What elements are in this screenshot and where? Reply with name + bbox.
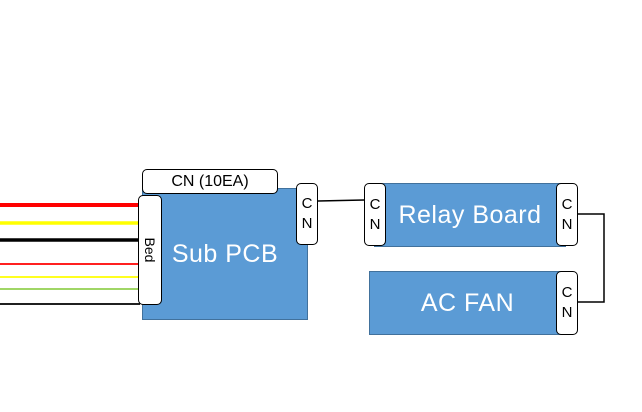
sub-pcb-block: Sub PCB: [142, 188, 308, 320]
cn-letter-c: C: [369, 195, 381, 213]
sub-pcb-label: Sub PCB: [171, 239, 279, 268]
cn-letter-c: C: [301, 195, 313, 212]
wire-subpcb-to-relay: [317, 199, 365, 202]
relay-left-cn-connector: C N: [364, 183, 386, 246]
ac-fan-label: AC FAN: [420, 288, 515, 317]
cn-letter-n: N: [301, 215, 313, 232]
wire-relay-to-fan: [576, 213, 605, 303]
ac-fan-block: AC FAN: [369, 271, 566, 335]
cn-letter-n: N: [369, 215, 381, 233]
relay-board-label: Relay Board: [398, 200, 542, 229]
input-wire-bundle: [0, 203, 140, 305]
relay-board-block: Relay Board: [374, 183, 566, 247]
cn-letter-c: C: [561, 284, 573, 301]
relay-right-cn-connector: C N: [556, 183, 578, 246]
cn-10ea-connector: CN (10EA): [142, 169, 278, 194]
cn-letter-n: N: [561, 215, 573, 233]
bed-connector: Bed: [138, 195, 162, 305]
fan-cn-connector: C N: [556, 271, 578, 335]
cn-letter-n: N: [561, 304, 573, 321]
cn-letter-c: C: [561, 195, 573, 213]
bed-label: Bed: [142, 237, 158, 263]
sub-pcb-cn-connector: C N: [296, 183, 318, 245]
cn-10ea-label: CN (10EA): [171, 172, 249, 190]
